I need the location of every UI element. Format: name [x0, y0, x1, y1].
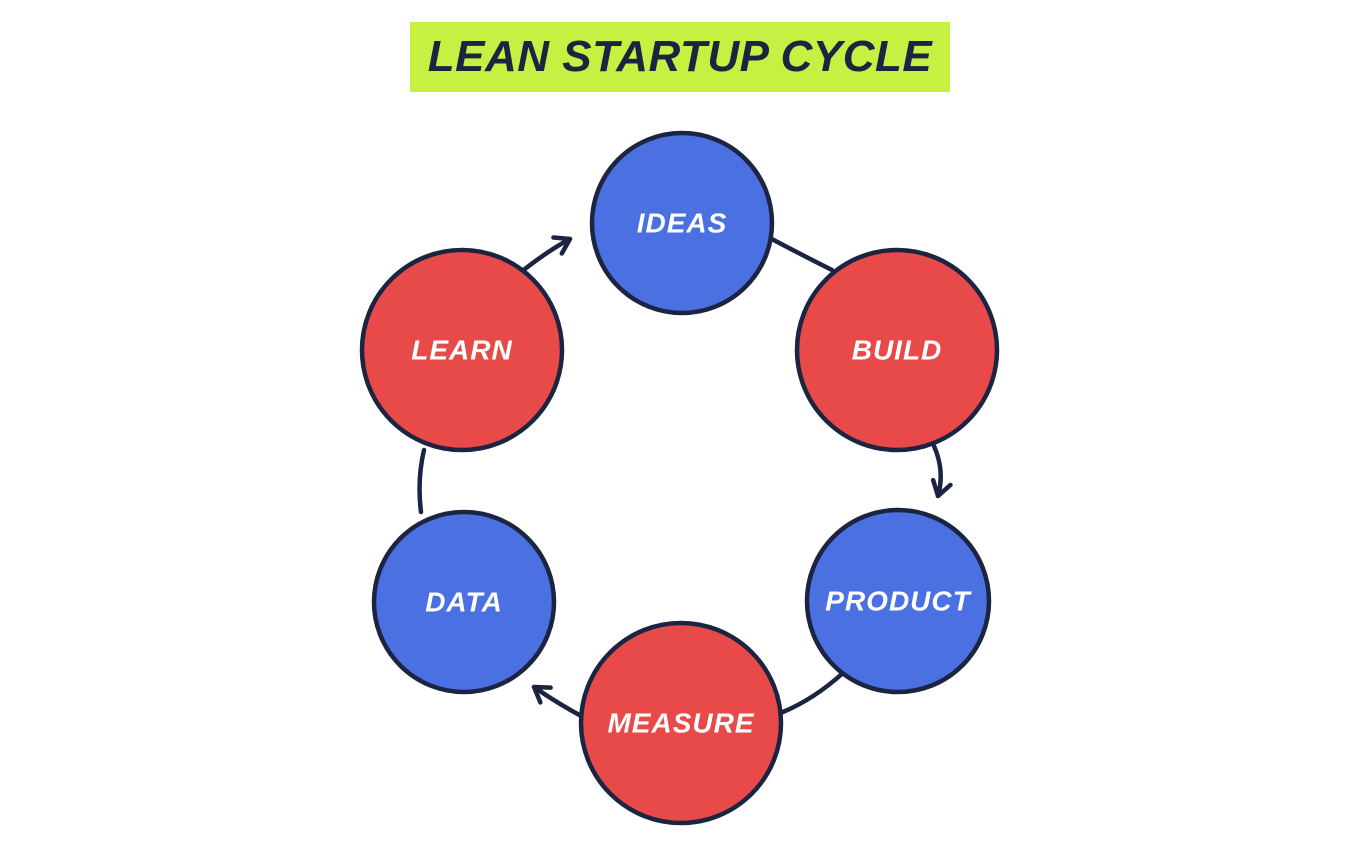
- node-learn: LEARN: [359, 247, 565, 453]
- node-ideas: IDEAS: [589, 130, 775, 316]
- arrow-measure-to-data: [531, 684, 586, 720]
- arrow-learn-to-ideas: [518, 235, 573, 275]
- connector-product-to-measure: [780, 670, 846, 715]
- ideas-label: IDEAS: [637, 208, 728, 239]
- data-circle: [371, 509, 557, 695]
- connector-ideas-to-build: [765, 234, 835, 273]
- node-data: DATA: [371, 509, 557, 695]
- connector-data-to-learn: [417, 447, 427, 515]
- page-title: LEAN STARTUP CYCLE: [427, 32, 933, 81]
- data-label: DATA: [425, 587, 503, 618]
- ideas-circle: [589, 130, 775, 316]
- learn-label: LEARN: [411, 335, 512, 366]
- node-measure: MEASURE: [578, 620, 784, 826]
- arrow-build-to-product: [930, 443, 953, 499]
- node-build: BUILD: [794, 247, 1000, 453]
- title-banner: LEAN STARTUP CYCLE: [410, 22, 950, 92]
- product-circle: [804, 507, 992, 695]
- learn-circle: [359, 247, 565, 453]
- build-circle: [794, 247, 1000, 453]
- product-label: PRODUCT: [825, 586, 972, 617]
- measure-circle: [578, 620, 784, 826]
- measure-label: MEASURE: [607, 708, 754, 739]
- node-product: PRODUCT: [804, 507, 992, 695]
- build-label: BUILD: [852, 335, 943, 366]
